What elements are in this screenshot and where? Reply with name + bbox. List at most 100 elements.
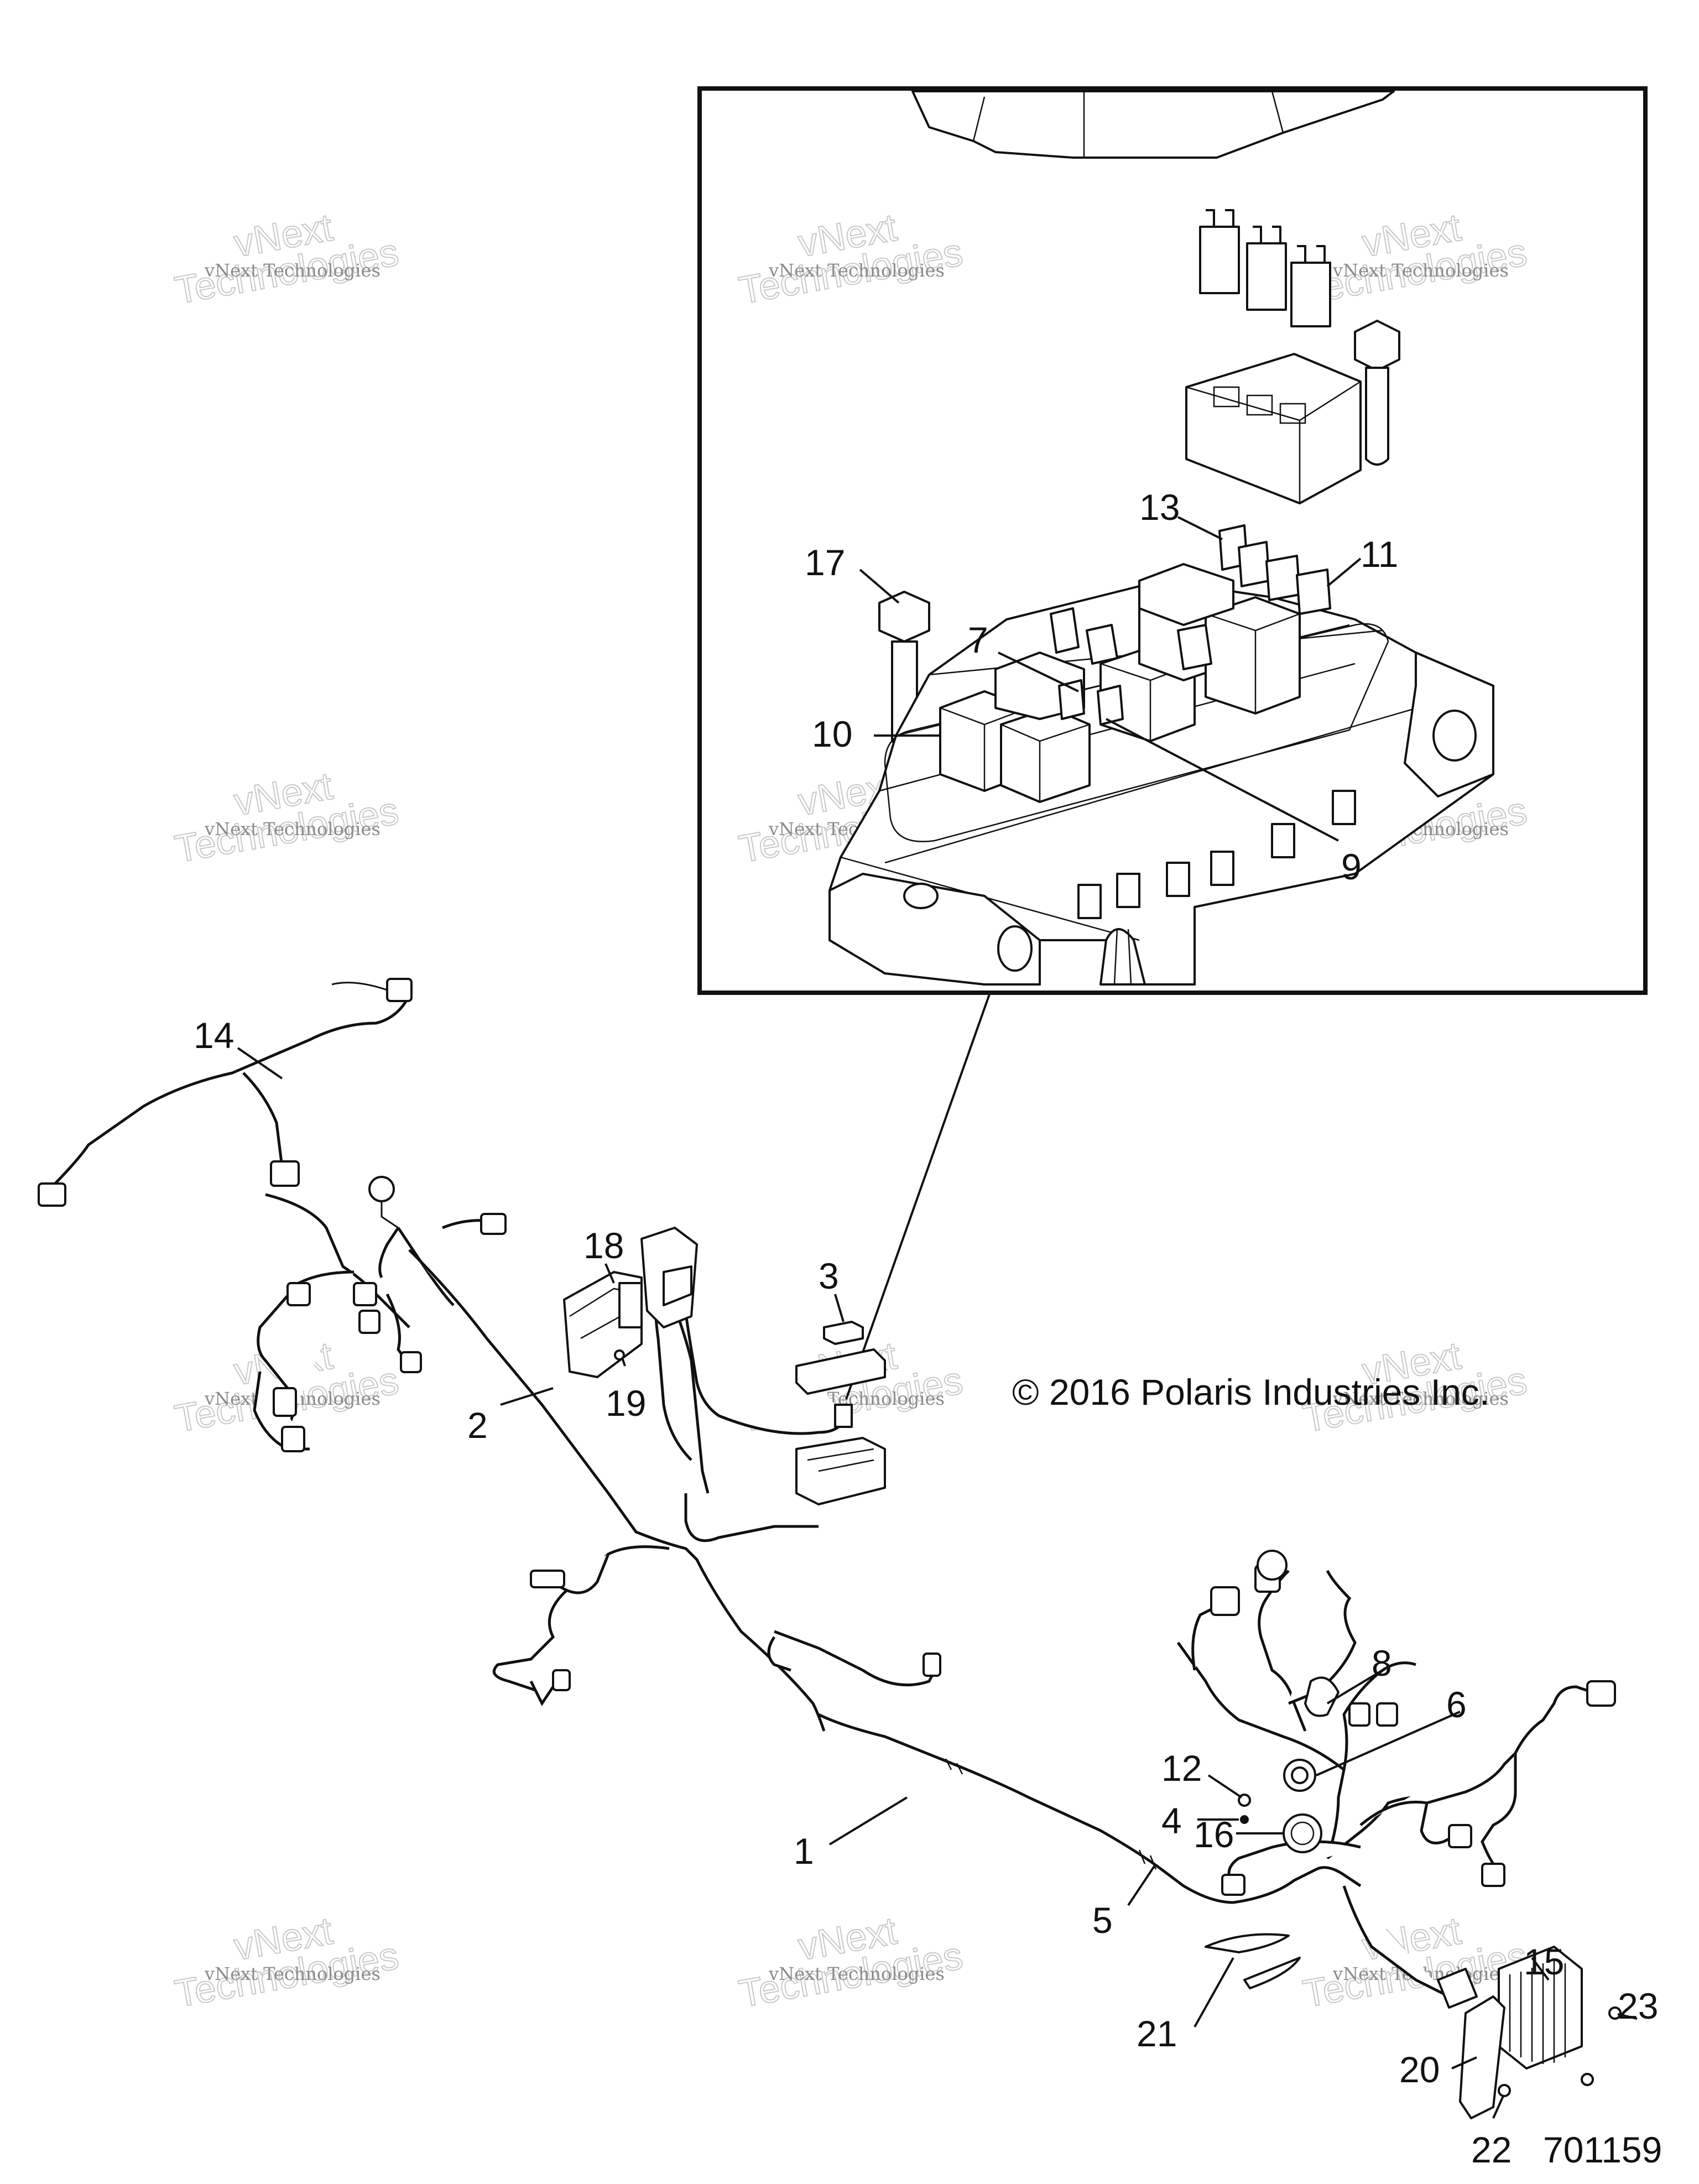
leader-20 [1451,2056,1477,2070]
watermark-text: vNext Technologies [204,260,381,281]
fuse-puller-slot [1213,386,1240,408]
bolt-head [1354,320,1400,372]
screw-23 [1608,2006,1622,2020]
callout-11: 11 [1361,534,1399,575]
mount-hole [1432,710,1477,762]
fuse-puller-slot [1279,403,1306,424]
spare-fuse-blade [1206,209,1234,227]
harness-branch [1258,1570,1307,1732]
ecu-18 [563,1271,643,1378]
harness-branch [529,1680,555,1706]
connector [923,1653,941,1677]
watermark: Technologies vNext vNext Technologies [1299,205,1530,313]
callout-7: 7 [968,619,988,660]
fuse-box-base-detail [807,1448,874,1472]
strap-21 [1205,1933,1301,1989]
leader-18 [604,1263,615,1284]
mount-hole [997,925,1033,972]
leader-11 [1326,557,1362,587]
watermark: Technologies vNext vNext Technologies [735,1909,966,2016]
copyright-text: © 2016 Polaris Industries Inc. [1012,1372,1489,1412]
relays [939,563,1301,803]
watermark: Technologies vNext vNext Technologies [735,205,966,313]
bracket-20 [1459,1995,1505,2119]
harness-branch [1342,1885,1450,1998]
detail-inset-frame [697,86,1648,995]
fuse [1238,541,1270,587]
fuse-box-seal [884,623,1389,842]
fuse-box-latch-tabs [1077,790,1356,919]
fuse [1265,555,1301,601]
harness-branch [381,1200,399,1229]
grommet-16 [1283,1813,1322,1853]
harness-branch [378,1227,455,1306]
spare-fuses [1199,209,1331,327]
callout-15: 15 [1524,1941,1564,1982]
harness-branch [492,1545,670,1694]
watermark: Technologies vNext vNext Technologies [171,764,402,872]
callout-21: 21 [1137,2013,1177,2054]
connector [386,978,413,1002]
strap [1243,1957,1301,1989]
leader-21 [1194,1957,1234,2027]
harness-branch [1326,1796,1416,1859]
drawing-number: 701159 [1543,2129,1662,2170]
callout-8: 8 [1372,1643,1392,1683]
front-harness-14 [38,978,507,1452]
spare-fuse-blade [1253,226,1281,243]
leader-15 [1531,1957,1550,1981]
leader-1 [828,1796,908,1846]
detail-inset [697,86,1648,995]
leader-23 [1617,2013,1638,2020]
connector [1221,1874,1245,1896]
strap [1205,1933,1290,1953]
watermark-text: vNext Technologies [1332,1388,1509,1409]
main-harness [38,978,1622,2119]
leader-3 [834,1294,845,1322]
leader-13 [1177,516,1223,540]
relay-edge [1000,723,1090,802]
rear-harness [1176,1550,1616,2009]
harness-branch [242,1072,284,1167]
callout-labels: 17 13 11 7 10 9 14 18 3 2 19 1 5 8 6 12 … [194,487,1658,2170]
grommet-outer [1283,1813,1322,1853]
callout-13: 13 [1139,487,1180,528]
connector [353,1282,377,1306]
inset-pointer-line [845,992,991,1400]
bolt-head [878,591,930,643]
screw-22 [1498,2084,1511,2097]
regulator-15 [1498,1946,1583,2070]
screw-4 [1240,1815,1249,1824]
relay-small [834,1404,853,1428]
mount-hole [903,883,939,909]
harness-conduit-1 [817,1713,1234,1904]
leader-12 [1207,1774,1243,1799]
watermark-text: vNext Technologies [1332,260,1509,281]
watermark-text: vNext Technologies [768,1963,945,1984]
callout-18: 18 [583,1225,624,1266]
connector [281,1426,305,1452]
fuse-box-left-mount [828,873,1041,986]
grommet-6-hole [1291,1766,1309,1784]
callout-16: 16 [1194,1814,1234,1855]
connector [273,1387,297,1417]
watermark-text: vNext Technologies [204,819,381,840]
leader-8 [1326,1669,1384,1705]
fuse-box-cover-detail [972,91,1284,158]
ecu-connector-lock [663,1265,692,1306]
grommet-inner [1290,1821,1315,1846]
callout-10: 10 [812,713,852,754]
callout-14: 14 [194,1015,234,1056]
spare-fuse [1246,242,1287,311]
fuse-box-label-3 [823,1321,864,1345]
leader-22 [1492,2096,1504,2119]
fuse-puller-edge [1186,380,1361,503]
callout-19: 19 [606,1383,646,1424]
relay [1000,707,1091,803]
inset-leaders [859,516,1362,842]
fuse-box-cover [911,90,1395,159]
connector [1348,1702,1370,1727]
connector [270,1160,300,1187]
fuse [1086,624,1118,665]
installed-fuses [1050,524,1331,726]
